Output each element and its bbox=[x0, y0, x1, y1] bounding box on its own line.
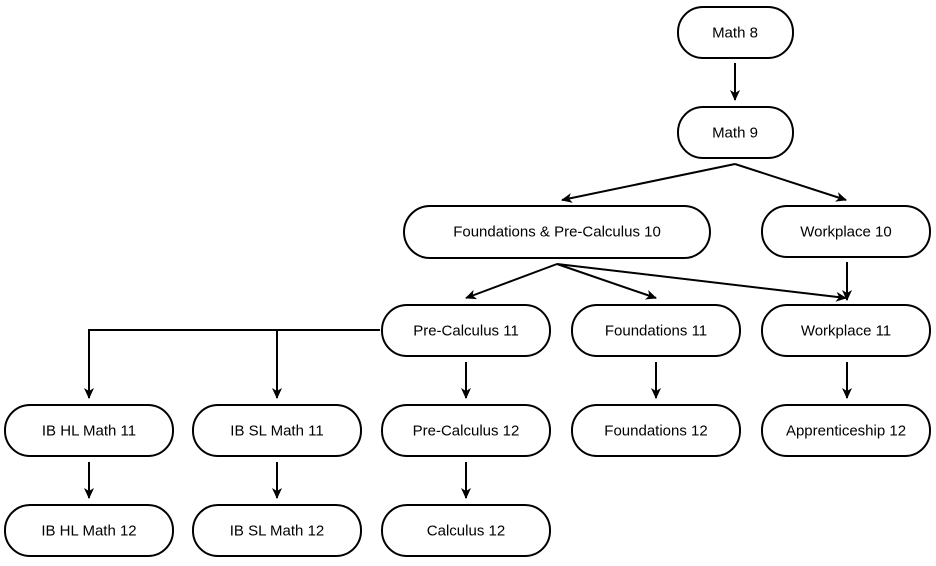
node-ib-hl-math-11: IB HL Math 11 bbox=[4, 404, 174, 457]
node-precalculus-11-label: Pre-Calculus 11 bbox=[413, 323, 519, 340]
node-workplace-11: Workplace 11 bbox=[761, 304, 931, 357]
node-foundations-12: Foundations 12 bbox=[571, 404, 741, 457]
node-foundations-11: Foundations 11 bbox=[571, 304, 741, 357]
node-apprenticeship-12-label: Apprenticeship 12 bbox=[786, 423, 906, 440]
node-ib-hl-math-12: IB HL Math 12 bbox=[4, 504, 174, 557]
node-precalculus-11: Pre-Calculus 11 bbox=[381, 304, 551, 357]
node-ib-hl-math-11-label: IB HL Math 11 bbox=[42, 423, 136, 440]
node-math-8-label: Math 8 bbox=[712, 25, 758, 42]
node-foundations-12-label: Foundations 12 bbox=[604, 423, 707, 440]
node-foundations-precalculus-10-label: Foundations & Pre-Calculus 10 bbox=[453, 224, 661, 241]
node-math-8: Math 8 bbox=[677, 6, 794, 59]
node-math-9-label: Math 9 bbox=[712, 125, 758, 142]
edge-fpc10-work11 bbox=[556, 263, 847, 302]
node-workplace-10-label: Workplace 10 bbox=[800, 224, 891, 241]
edge-precalc11-ibhl11 bbox=[84, 329, 380, 399]
node-ib-sl-math-12: IB SL Math 12 bbox=[192, 504, 362, 557]
edge-math9-fpc10 bbox=[561, 163, 736, 203]
edge-fpc10-found11 bbox=[556, 263, 657, 300]
node-ib-hl-math-12-label: IB HL Math 12 bbox=[41, 523, 136, 540]
edge-fpc10-precalc11 bbox=[465, 263, 558, 300]
node-foundations-precalculus-10: Foundations & Pre-Calculus 10 bbox=[403, 205, 711, 259]
nodes-layer: Math 8 Math 9 Foundations & Pre-Calculus… bbox=[4, 6, 931, 557]
node-calculus-12: Calculus 12 bbox=[381, 504, 551, 557]
node-precalculus-12-label: Pre-Calculus 12 bbox=[413, 423, 520, 440]
node-ib-sl-math-11-label: IB SL Math 11 bbox=[230, 423, 323, 440]
node-math-9: Math 9 bbox=[677, 106, 794, 159]
node-ib-sl-math-12-label: IB SL Math 12 bbox=[230, 523, 325, 540]
node-precalculus-12: Pre-Calculus 12 bbox=[381, 404, 551, 457]
node-workplace-10: Workplace 10 bbox=[761, 205, 931, 258]
node-ib-sl-math-11: IB SL Math 11 bbox=[192, 404, 362, 457]
node-apprenticeship-12: Apprenticeship 12 bbox=[761, 404, 931, 457]
node-calculus-12-label: Calculus 12 bbox=[427, 523, 505, 540]
node-workplace-11-label: Workplace 11 bbox=[801, 323, 891, 340]
edges-layer bbox=[84, 63, 852, 499]
edge-math9-work10 bbox=[734, 163, 847, 202]
node-foundations-11-label: Foundations 11 bbox=[605, 323, 707, 340]
